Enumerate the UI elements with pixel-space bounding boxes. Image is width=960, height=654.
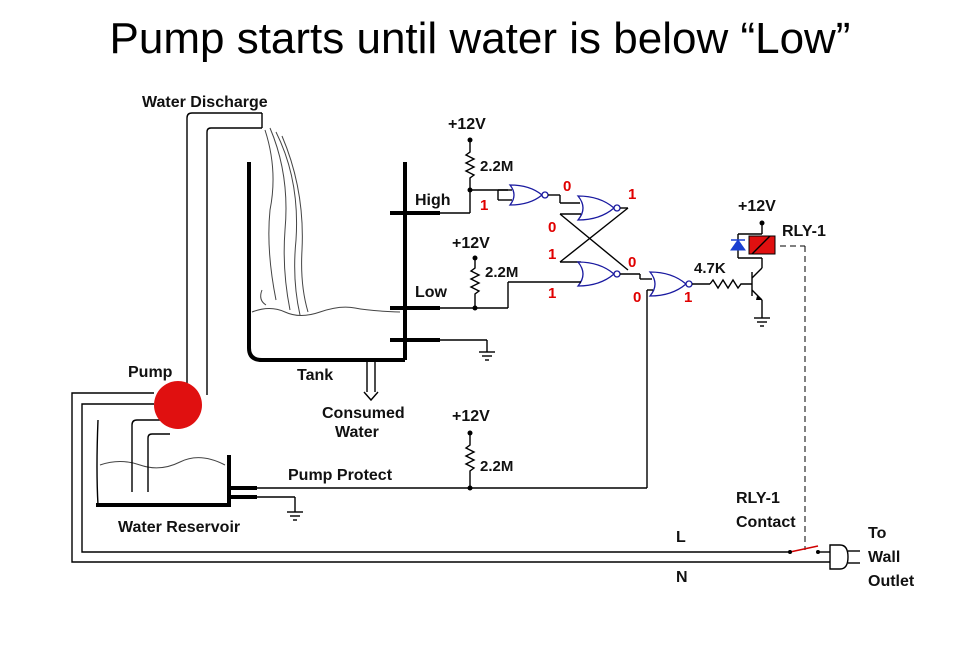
resistor-protect-icon	[464, 433, 476, 488]
ground-icon	[479, 351, 495, 361]
nor1-output-state: 1	[628, 186, 636, 203]
high-input-state: 1	[480, 197, 488, 214]
ground-icon	[287, 511, 303, 521]
vcc-relay-label: +12V	[738, 198, 776, 215]
outlet-label-3: Outlet	[868, 573, 915, 590]
line-l-label: L	[676, 529, 686, 546]
diode-icon	[730, 234, 746, 258]
ground-icon	[754, 317, 770, 327]
r-protect-label: 2.2M	[480, 458, 513, 475]
resistor-high-icon	[464, 140, 476, 190]
relay-coil-icon	[748, 235, 776, 255]
water-discharge-label: Water Discharge	[142, 94, 268, 111]
suction-pipe	[131, 419, 170, 492]
nor3-bottom-input-state: 0	[633, 289, 641, 306]
tank	[247, 162, 407, 402]
nor2-bottom-input-state: 1	[548, 285, 556, 302]
vcc-low-label: +12V	[452, 235, 490, 252]
inverter-gate-icon	[497, 184, 549, 206]
resistor-low-icon	[469, 258, 481, 308]
consumed-water-label-2: Water	[335, 424, 379, 441]
r-high-label: 2.2M	[480, 158, 513, 175]
nor-gate-2-icon	[576, 261, 621, 287]
line-n-label: N	[676, 569, 688, 586]
tank-label: Tank	[297, 367, 333, 384]
falling-water	[260, 127, 309, 316]
nor-gate-1-icon	[576, 195, 621, 221]
mains-wiring	[71, 392, 830, 563]
inverter-output-state: 0	[563, 178, 571, 195]
plug-icon	[829, 544, 860, 570]
r-low-label: 2.2M	[485, 264, 518, 281]
nor2-output-state: 0	[628, 254, 636, 271]
pump-protect-label: Pump Protect	[288, 467, 393, 484]
slide-title: Pump starts until water is below “Low”	[109, 14, 851, 63]
vcc-protect-label: +12V	[452, 408, 490, 425]
outlet-label-2: Wall	[868, 549, 900, 566]
low-probe-label: Low	[415, 284, 448, 301]
water-reservoir	[96, 419, 296, 512]
water-reservoir-label: Water Reservoir	[118, 519, 240, 536]
nor2-top-input-state: 1	[548, 246, 556, 263]
outlet-label-1: To	[868, 525, 887, 542]
nor3-output-state: 1	[684, 289, 692, 306]
relay-label: RLY-1	[782, 223, 826, 240]
high-probe-label: High	[415, 192, 451, 209]
nor1-bottom-input-state: 0	[548, 219, 556, 236]
vcc-high-label: +12V	[448, 116, 486, 133]
nor-gate-3-icon	[648, 271, 693, 297]
transistor-icon	[751, 258, 763, 318]
relay-contact-label-2: Contact	[736, 514, 796, 531]
pump-label: Pump	[128, 364, 173, 381]
consumed-water-label-1: Consumed	[322, 405, 405, 422]
r-base-label: 4.7K	[694, 260, 726, 277]
resistor-base-icon	[709, 278, 752, 290]
discharge-pipe	[186, 112, 263, 395]
pump-icon	[154, 381, 202, 429]
relay-contact-label-1: RLY-1	[736, 490, 780, 507]
